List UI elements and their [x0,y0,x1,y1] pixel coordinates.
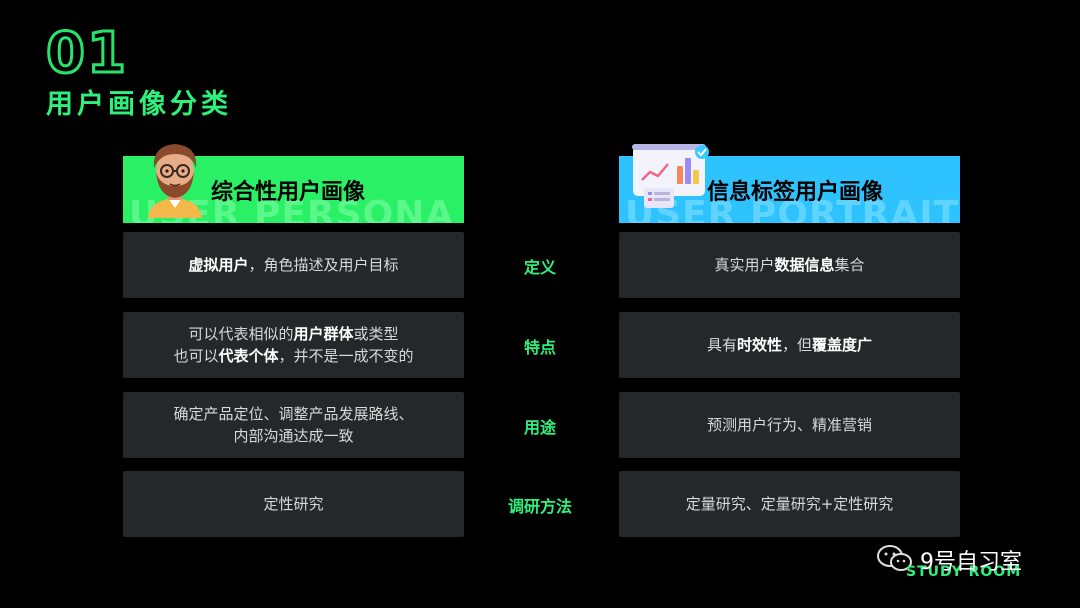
text: ，但 [782,336,813,354]
text: 真实用户 [714,256,775,274]
text: 定性研究 [263,495,324,513]
bold-text: 代表个体 [218,347,279,365]
left-card-2: 可以代表相似的用户群体或类型也可以代表个体，并不是一成不变的 [123,312,464,378]
slide-title: 用户画像分类 [46,89,232,120]
right-card-text: 定量研究、定量研究+定性研究 [686,493,894,515]
avatar-illustration [148,144,202,218]
bold-text: 虚拟用户 [188,256,249,274]
text: 定量研究、定量研究+定性研究 [685,495,894,513]
right-card-3: 预测用户行为、精准营销 [619,392,960,458]
presentation-board-icon [632,144,709,208]
card-line: 具有时效性，但覆盖度广 [707,334,872,356]
text: 或类型 [353,325,399,343]
right-card-text: 真实用户数据信息集合 [714,254,864,276]
card-line: 虚拟用户，角色描述及用户目标 [188,254,398,276]
brand-watermark: STUDY ROOM 9号自习室 [872,540,1062,586]
right-card-text: 预测用户行为、精准营销 [707,414,872,436]
left-card-4: 定性研究 [123,471,464,537]
left-header-title: 综合性用户画像 [211,180,366,205]
text: 具有 [706,336,737,354]
card-line: 定量研究、定量研究+定性研究 [686,493,894,515]
text: 确定产品定位、调整产品发展路线、 [173,405,414,423]
card-line: 也可以代表个体，并不是一成不变的 [173,345,413,367]
text: 也可以 [173,347,219,365]
text: 集合 [834,256,865,274]
wechat-icon [877,545,912,571]
right-card-text: 具有时效性，但覆盖度广 [707,334,872,356]
brand-sub: STUDY ROOM [906,564,1022,580]
left-card-text: 虚拟用户，角色描述及用户目标 [188,254,398,276]
text: 可以代表相似的 [188,325,294,343]
text: ，角色描述及用户目标 [248,256,399,274]
bold-text: 时效性 [736,336,782,354]
card-line: 预测用户行为、精准营销 [707,414,872,436]
left-card-text: 确定产品定位、调整产品发展路线、内部沟通达成一致 [173,403,413,447]
card-line: 确定产品定位、调整产品发展路线、 [173,403,413,425]
text: 内部沟通达成一致 [233,427,354,445]
right-card-1: 真实用户数据信息集合 [619,232,960,298]
row-label: 用途 [523,418,556,437]
text: ，并不是一成不变的 [278,347,414,365]
left-card-1: 虚拟用户，角色描述及用户目标 [123,232,464,298]
bold-text: 用户群体 [293,325,354,343]
card-line: 真实用户数据信息集合 [714,254,864,276]
card-line: 定性研究 [263,493,323,515]
right-header-watermark: USER PORTRAIT [625,194,960,223]
bold-text: 数据信息 [774,256,835,274]
right-column-header: USER PORTRAIT 信息标签用户画像 [619,156,960,223]
card-line: 内部沟通达成一致 [173,425,413,447]
brand-name: 9号自习室 [920,550,1022,575]
left-card-text: 可以代表相似的用户群体或类型也可以代表个体，并不是一成不变的 [173,323,413,367]
left-card-text: 定性研究 [263,493,323,515]
right-header-title: 信息标签用户画像 [707,180,884,205]
row-label: 定义 [523,258,556,277]
right-card-4: 定量研究、定量研究+定性研究 [619,471,960,537]
right-card-2: 具有时效性，但覆盖度广 [619,312,960,378]
row-label: 特点 [523,338,556,357]
text: 预测用户行为、精准营销 [706,416,872,434]
bold-text: 覆盖度广 [812,336,873,354]
card-line: 可以代表相似的用户群体或类型 [173,323,413,345]
slide-number: 01 [45,21,128,86]
row-label: 调研方法 [507,497,572,516]
left-card-3: 确定产品定位、调整产品发展路线、内部沟通达成一致 [123,392,464,458]
